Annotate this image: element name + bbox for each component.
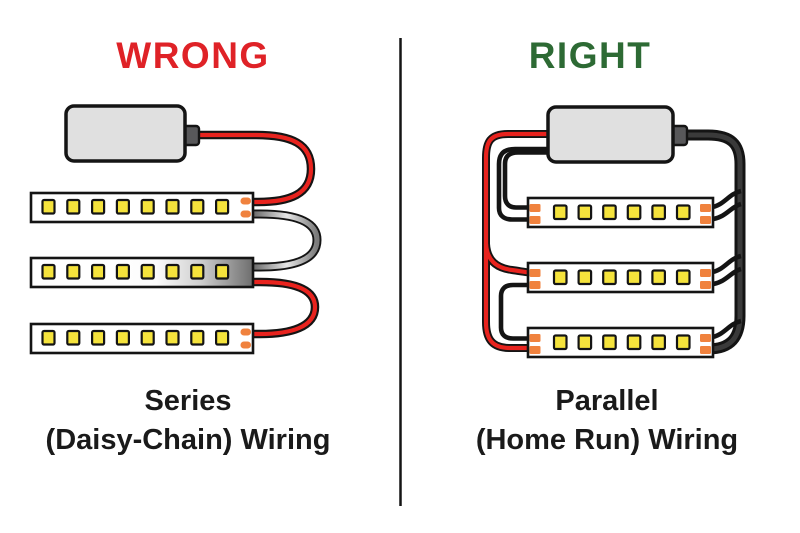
solder-pad [529, 269, 541, 277]
heading-right: RIGHT [528, 35, 652, 76]
led-chip [90, 198, 106, 215]
heading-wrong: WRONG [116, 35, 270, 76]
led-chip [602, 204, 617, 221]
solder-pad [529, 334, 541, 342]
led-chip [66, 198, 81, 215]
wire-red-branch-strip2 [483, 243, 530, 275]
led-chip [577, 204, 593, 221]
led-strip-faded [29, 256, 255, 289]
wire-black-strip2-to-strip3 [498, 282, 529, 341]
led-chip [651, 204, 667, 221]
led-chip [675, 334, 691, 351]
led-row [41, 263, 230, 280]
caption-series-line2: (Daisy-Chain) Wiring [45, 424, 331, 456]
solder-pad [529, 216, 541, 224]
led-chip [190, 198, 205, 215]
led-row [41, 329, 230, 346]
led-strip [526, 261, 715, 294]
wire-strip1-to-strip2-gray [249, 211, 320, 270]
led-row [552, 334, 691, 351]
led-chip [115, 198, 131, 215]
solder-pad [529, 346, 541, 354]
led-chip [577, 269, 593, 286]
caption-parallel: Parallel (Home Run) Wiring [447, 382, 767, 460]
led-strip [29, 191, 255, 224]
series-diagram [29, 104, 322, 355]
led-chip [66, 329, 81, 346]
led-chip [675, 269, 691, 286]
wire-black-trunk-core [686, 132, 743, 352]
power-supply-box [546, 105, 675, 164]
solder-pad [700, 204, 711, 212]
solder-pad [240, 210, 251, 218]
led-chip [41, 198, 56, 215]
led-chip [190, 329, 205, 346]
caption-series: Series (Daisy-Chain) Wiring [28, 382, 348, 460]
led-chip [651, 334, 667, 351]
solder-pad [529, 204, 541, 212]
led-chip [552, 204, 568, 221]
led-strip [526, 326, 715, 359]
solder-pad [700, 346, 711, 354]
led-chip [115, 329, 131, 346]
led-chip [577, 334, 593, 351]
caption-series-line1: Series [144, 385, 232, 417]
parallel-diagram [482, 105, 746, 359]
wire-black-supply-to-strip1-lower [496, 146, 565, 222]
led-chip [41, 329, 56, 346]
led-chip [602, 334, 617, 351]
led-chip [66, 263, 81, 280]
led-chip [552, 269, 568, 286]
solder-pad [240, 341, 251, 349]
wire-black-trunk-casing [686, 129, 746, 355]
led-chip [215, 329, 230, 346]
led-row [552, 269, 691, 286]
wire-supply-to-strip1-red [196, 132, 314, 205]
led-chip [115, 263, 131, 280]
led-chip [41, 263, 56, 280]
led-row [552, 204, 691, 221]
led-chip [215, 263, 230, 280]
solder-pad [700, 269, 711, 277]
led-chip [165, 263, 180, 280]
led-chip [90, 263, 106, 280]
led-chip [140, 329, 155, 346]
led-chip [552, 334, 568, 351]
led-chip [675, 204, 691, 221]
led-chip [602, 269, 617, 286]
wire-red-trunk [483, 131, 575, 351]
wire-black-supply-to-strip1-upper [502, 150, 565, 210]
power-supply-box [64, 104, 187, 163]
caption-parallel-line2: (Home Run) Wiring [475, 424, 739, 456]
led-chip [215, 198, 230, 215]
led-row [41, 198, 230, 215]
led-chip [190, 263, 205, 280]
led-chip [626, 269, 642, 286]
solder-pad [700, 334, 711, 342]
caption-parallel-line1: Parallel [555, 385, 659, 417]
led-strip [526, 196, 715, 229]
solder-pad [529, 281, 541, 289]
wire-strip2-to-strip3-red [249, 279, 318, 337]
led-chip [626, 334, 642, 351]
solder-pad [700, 281, 711, 289]
led-chip [651, 269, 667, 286]
led-chip [140, 198, 155, 215]
led-chip [90, 329, 106, 346]
led-chip [165, 329, 180, 346]
led-chip [140, 263, 155, 280]
solder-pad [240, 328, 251, 336]
solder-pad [700, 216, 711, 224]
led-strip [29, 322, 255, 355]
led-chip [626, 204, 642, 221]
led-chip [165, 198, 180, 215]
solder-pad [240, 197, 251, 205]
